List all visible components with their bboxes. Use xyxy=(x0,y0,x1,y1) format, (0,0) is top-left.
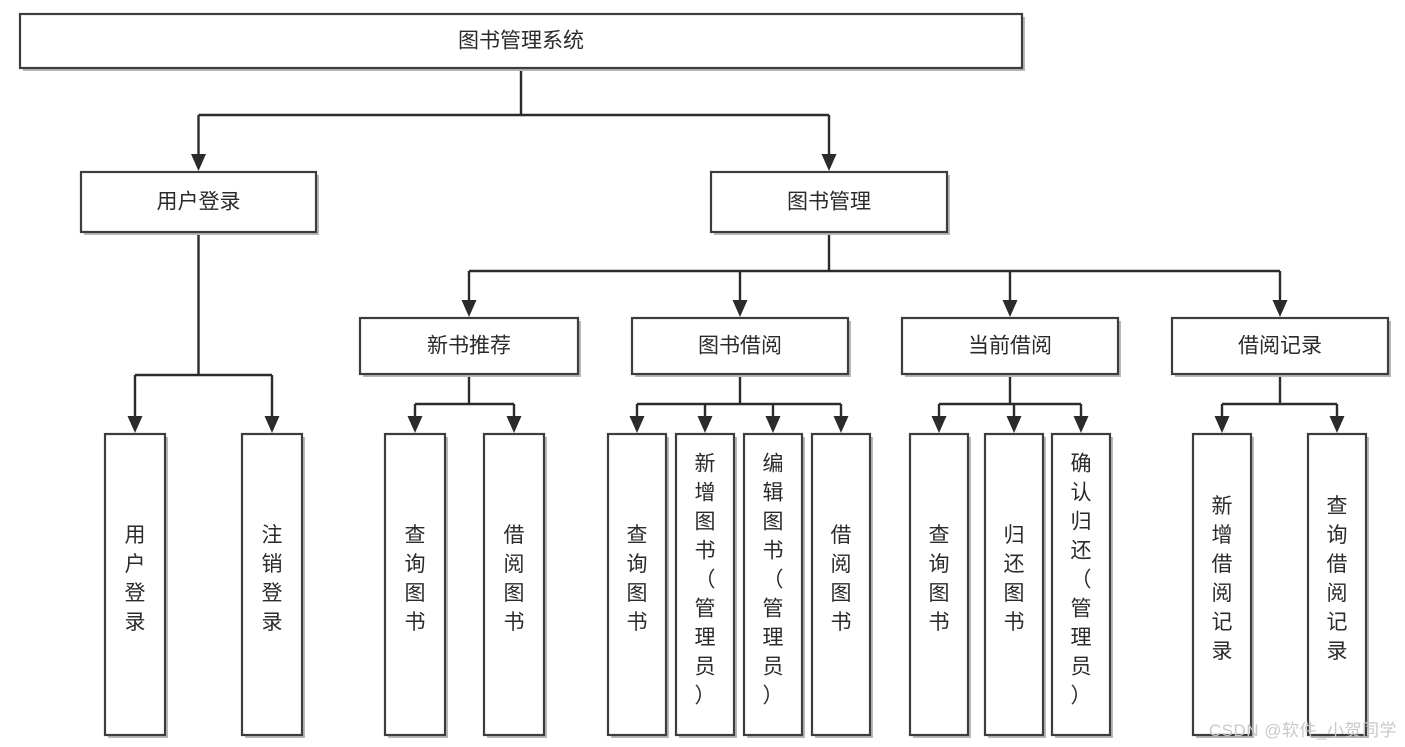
node-leaf-borrow-book[interactable]: 借阅图书 xyxy=(810,432,873,738)
node-leaf-user-login[interactable]: 用户登录 xyxy=(103,432,168,738)
node-label: 图书管理系统 xyxy=(458,30,584,53)
node-label: 新书推荐 xyxy=(427,335,511,358)
node-label: 归还图书 xyxy=(1004,524,1025,634)
arrow-head-icon xyxy=(1073,416,1089,433)
node-leaf-query-book-recommend[interactable]: 查询图书 xyxy=(383,432,448,738)
node-borrow-record[interactable]: 借阅记录 xyxy=(1170,316,1391,377)
arrow-head-icon xyxy=(697,416,713,433)
node-leaf-query-book-current[interactable]: 查询图书 xyxy=(908,432,971,738)
node-leaf-logout[interactable]: 注销登录 xyxy=(240,432,305,738)
node-new-book-recommend[interactable]: 新书推荐 xyxy=(358,316,581,377)
node-label: 借阅记录 xyxy=(1238,335,1322,358)
arrow-head-icon xyxy=(1329,416,1345,433)
node-label: 确认归还（管理员） xyxy=(1071,453,1092,708)
node-user-login[interactable]: 用户登录 xyxy=(79,170,319,235)
node-root[interactable]: 图书管理系统 xyxy=(18,12,1025,71)
node-leaf-add-book[interactable]: 新增图书（管理员） xyxy=(674,432,737,738)
node-leaf-query-borrow-record[interactable]: 查询借阅记录 xyxy=(1306,432,1369,738)
node-leaf-return-book[interactable]: 归还图书 xyxy=(983,432,1046,738)
node-label: 用户登录 xyxy=(157,191,241,214)
arrow-head-icon xyxy=(461,300,477,317)
node-leaf-query-book-borrow[interactable]: 查询图书 xyxy=(606,432,669,738)
node-label: 用户登录 xyxy=(125,524,146,634)
node-label: 查询图书 xyxy=(627,524,648,634)
arrow-head-icon xyxy=(127,416,143,433)
node-label: 编辑图书（管理员） xyxy=(763,453,784,708)
node-label: 图书借阅 xyxy=(698,335,782,358)
connectors-layer xyxy=(127,68,1345,433)
node-label: 注销登录 xyxy=(262,524,283,634)
node-leaf-borrow-book-recommend[interactable]: 借阅图书 xyxy=(482,432,547,738)
arrow-head-icon xyxy=(1006,416,1022,433)
node-label: 当前借阅 xyxy=(968,335,1052,358)
arrow-head-icon xyxy=(1214,416,1230,433)
arrow-head-icon xyxy=(833,416,849,433)
arrow-head-icon xyxy=(765,416,781,433)
arrow-head-icon xyxy=(1002,300,1018,317)
node-leaf-add-borrow-record[interactable]: 新增借阅记录 xyxy=(1191,432,1254,738)
node-label: 查询借阅记录 xyxy=(1327,495,1348,663)
node-label: 借阅图书 xyxy=(831,524,852,634)
node-book-borrow[interactable]: 图书借阅 xyxy=(630,316,851,377)
arrow-head-icon xyxy=(931,416,947,433)
arrow-head-icon xyxy=(191,154,206,171)
node-label: 查询图书 xyxy=(405,524,426,634)
nodes-layer: 图书管理系统用户登录图书管理新书推荐图书借阅当前借阅借阅记录用户登录注销登录查询… xyxy=(18,12,1391,738)
node-leaf-confirm-return[interactable]: 确认归还（管理员） xyxy=(1050,432,1113,738)
arrow-head-icon xyxy=(1272,300,1288,317)
node-label: 图书管理 xyxy=(787,191,871,214)
arrow-head-icon xyxy=(629,416,645,433)
node-label: 查询图书 xyxy=(929,524,950,634)
node-label: 新增图书（管理员） xyxy=(695,453,716,708)
node-book-manage[interactable]: 图书管理 xyxy=(709,170,950,235)
arrow-head-icon xyxy=(506,416,522,433)
arrow-head-icon xyxy=(821,154,837,171)
arrow-head-icon xyxy=(732,300,748,317)
arrow-head-icon xyxy=(407,416,423,433)
node-current-borrow[interactable]: 当前借阅 xyxy=(900,316,1121,377)
node-label: 借阅图书 xyxy=(504,524,525,634)
node-leaf-edit-book[interactable]: 编辑图书（管理员） xyxy=(742,432,805,738)
node-label: 新增借阅记录 xyxy=(1212,495,1233,663)
arrow-head-icon xyxy=(264,416,280,433)
